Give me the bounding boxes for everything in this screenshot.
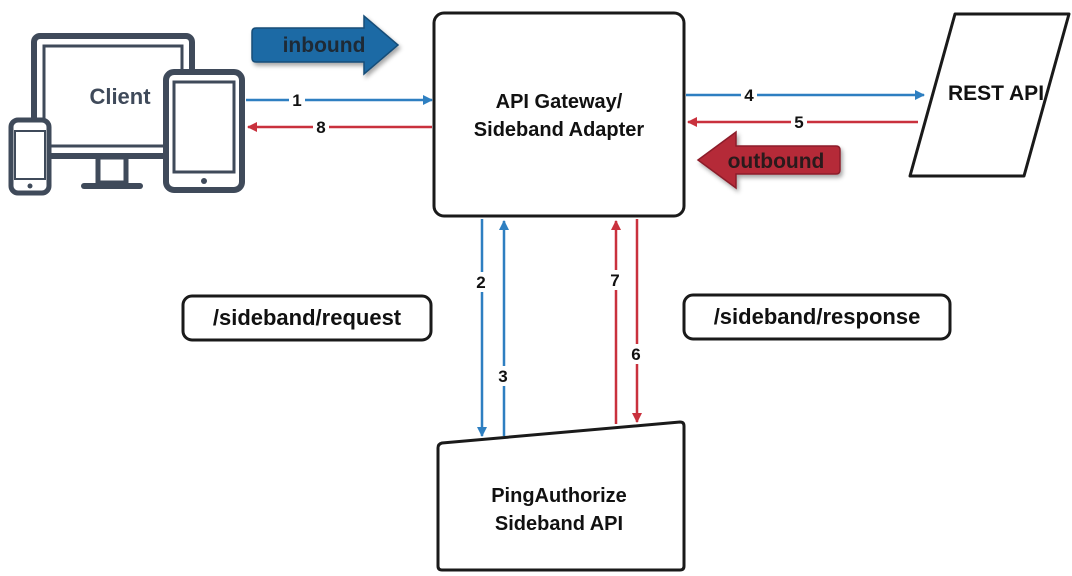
step-6-label: 6 — [631, 345, 640, 364]
step-3-label: 3 — [498, 367, 507, 386]
outbound-label: outbound — [728, 150, 825, 173]
phone-icon — [8, 117, 52, 196]
monitor-icon — [31, 33, 195, 189]
outbound-arrow-icon — [696, 130, 841, 190]
step-5-label: 5 — [794, 113, 803, 132]
sideband-request-label: /sideband/request — [213, 305, 402, 330]
sideband-response-endpoint: /sideband/response — [682, 293, 952, 341]
tablet-icon — [163, 69, 245, 193]
client-label: Client — [89, 84, 151, 109]
step-8-label: 8 — [316, 118, 325, 137]
rest-api-node: REST API — [908, 12, 1071, 178]
step-1-label: 1 — [292, 91, 301, 110]
api-gateway-label-line1: API Gateway/ — [496, 91, 623, 113]
inbound-arrow-icon — [251, 14, 400, 76]
client-devices-icon — [8, 33, 245, 196]
sideband-api-label-line1: PingAuthorize — [491, 485, 627, 507]
rest-api-label: REST API — [948, 82, 1044, 105]
step-4-label: 4 — [744, 86, 754, 105]
inbound-label: inbound — [283, 34, 366, 57]
api-gateway-node: API Gateway/ Sideband Adapter — [432, 11, 686, 218]
sideband-api-label-line2: Sideband API — [495, 513, 623, 535]
api-gateway-label-line2: Sideband Adapter — [474, 119, 645, 141]
step-2-label: 2 — [476, 273, 485, 292]
step-labels: 1 8 4 5 2 3 7 6 — [289, 85, 807, 386]
sideband-api-node: PingAuthorize Sideband API — [436, 420, 686, 572]
sideband-request-endpoint: /sideband/request — [181, 294, 433, 342]
sideband-response-label: /sideband/response — [714, 304, 921, 329]
step-7-label: 7 — [610, 271, 619, 290]
